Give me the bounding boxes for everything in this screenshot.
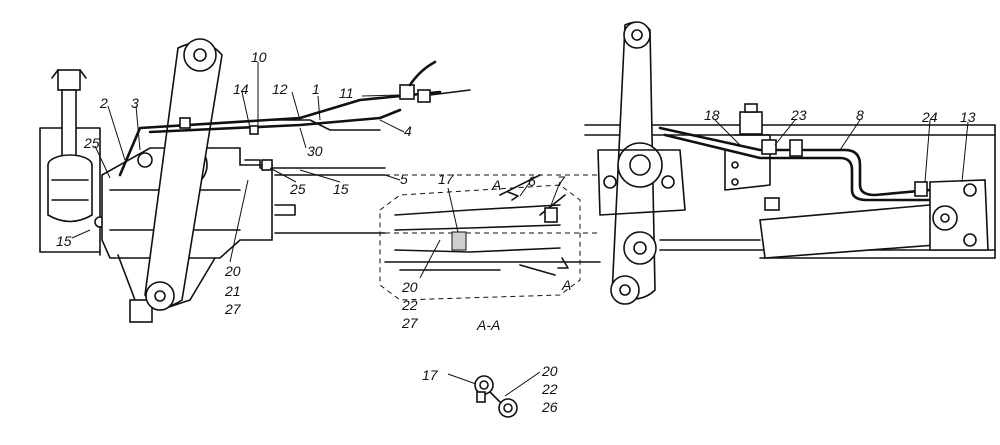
label-14: 14 (233, 81, 249, 97)
label-8: 8 (856, 107, 864, 123)
section-mark-a-2: A (561, 277, 571, 293)
label-25b: 25 (289, 181, 306, 197)
label-21a: 21 (224, 283, 241, 299)
clamp-detail (474, 375, 518, 418)
power-cylinder (759, 179, 989, 259)
label-25a: 25 (83, 135, 100, 151)
hydraulic-lines-right (658, 103, 932, 202)
label-20b: 20 (401, 279, 418, 295)
label-7: 7 (557, 173, 566, 189)
label-1: 1 (312, 81, 320, 97)
label-27b: 27 (401, 315, 419, 331)
label-24: 24 (921, 109, 938, 125)
label-18: 18 (704, 107, 720, 123)
label-2: 2 (99, 95, 108, 111)
label-30: 30 (307, 143, 323, 159)
label-22b: 22 (401, 297, 418, 313)
label-15a: 15 (56, 233, 72, 249)
section-a-a-area (379, 174, 581, 301)
label-13: 13 (960, 109, 976, 125)
center-lever (597, 21, 761, 305)
label-4: 4 (404, 123, 412, 139)
label-5: 5 (400, 171, 408, 187)
label-10: 10 (251, 49, 267, 65)
label-20a: 20 (224, 263, 241, 279)
label-27a: 27 (224, 301, 242, 317)
label-20c: 20 (541, 363, 558, 379)
label-26c: 26 (541, 399, 558, 415)
steering-shaft (47, 69, 106, 228)
label-11: 11 (339, 85, 354, 101)
label-23: 23 (790, 107, 807, 123)
label-22c: 22 (541, 381, 558, 397)
callout-labels: 1 2 3 4 5 6 7 8 10 11 12 13 14 15 15 17 … (56, 49, 976, 415)
label-12: 12 (272, 81, 288, 97)
label-6: 6 (528, 173, 536, 189)
label-15b: 15 (333, 181, 349, 197)
hydraulic-lines-left (118, 60, 471, 216)
label-17b: 17 (422, 367, 439, 383)
pitman-arm-left (144, 38, 223, 311)
section-mark-a-1: A (491, 177, 501, 193)
section-title: A-A (476, 317, 500, 333)
label-17a: 17 (438, 171, 455, 187)
leader-lines (71, 62, 969, 397)
label-3: 3 (131, 95, 139, 111)
